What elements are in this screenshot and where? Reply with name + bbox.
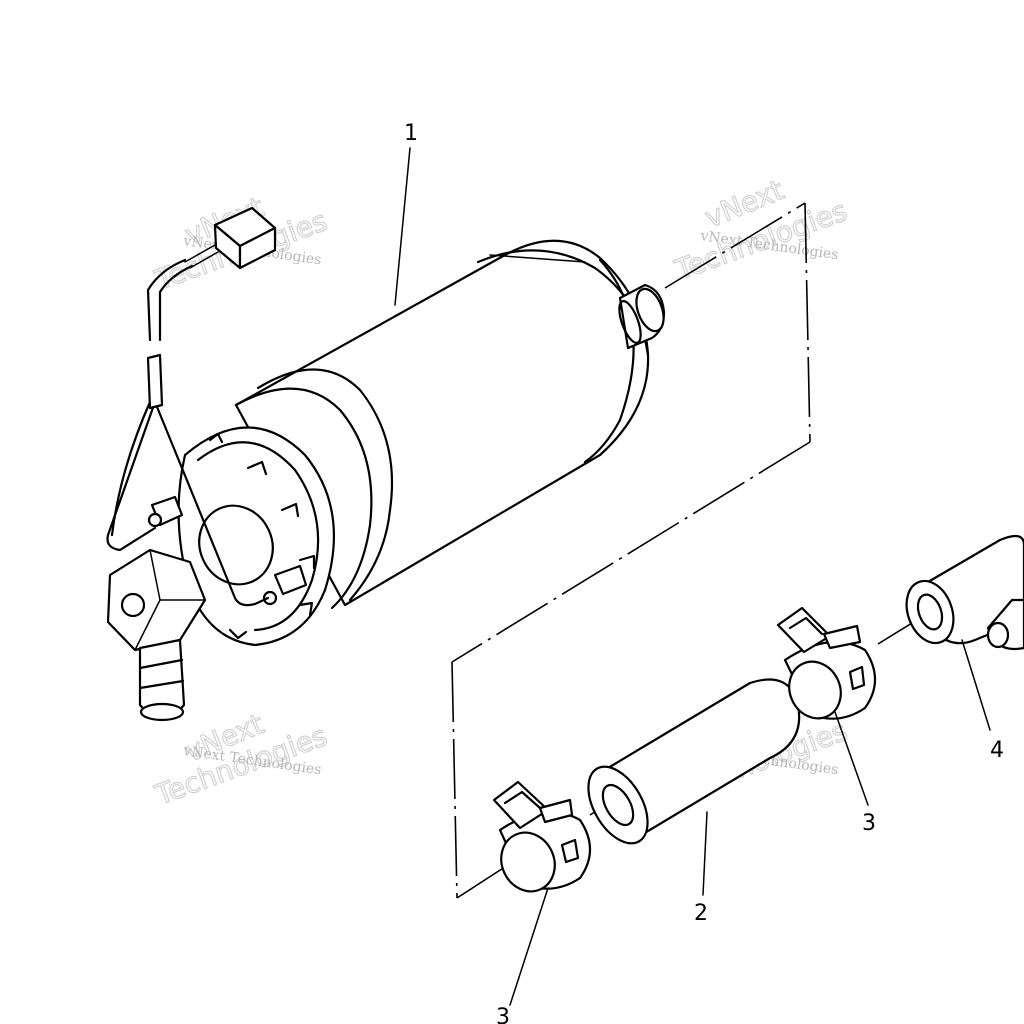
callout-4: 4 — [990, 738, 1004, 763]
hose — [587, 678, 801, 845]
watermark-bottom-left: vNext Technologies vNext Technologies — [150, 707, 332, 813]
callout-3-lower: 3 — [496, 1005, 510, 1024]
clamp-upper — [776, 606, 876, 720]
elbow-joint — [905, 534, 1024, 651]
callout-3-upper: 3 — [862, 811, 876, 836]
callout-1: 1 — [404, 121, 418, 146]
leader-lines — [394, 147, 991, 1006]
fuel-pump — [106, 206, 666, 722]
clamp-lower — [492, 780, 591, 893]
callout-2: 2 — [694, 901, 708, 926]
